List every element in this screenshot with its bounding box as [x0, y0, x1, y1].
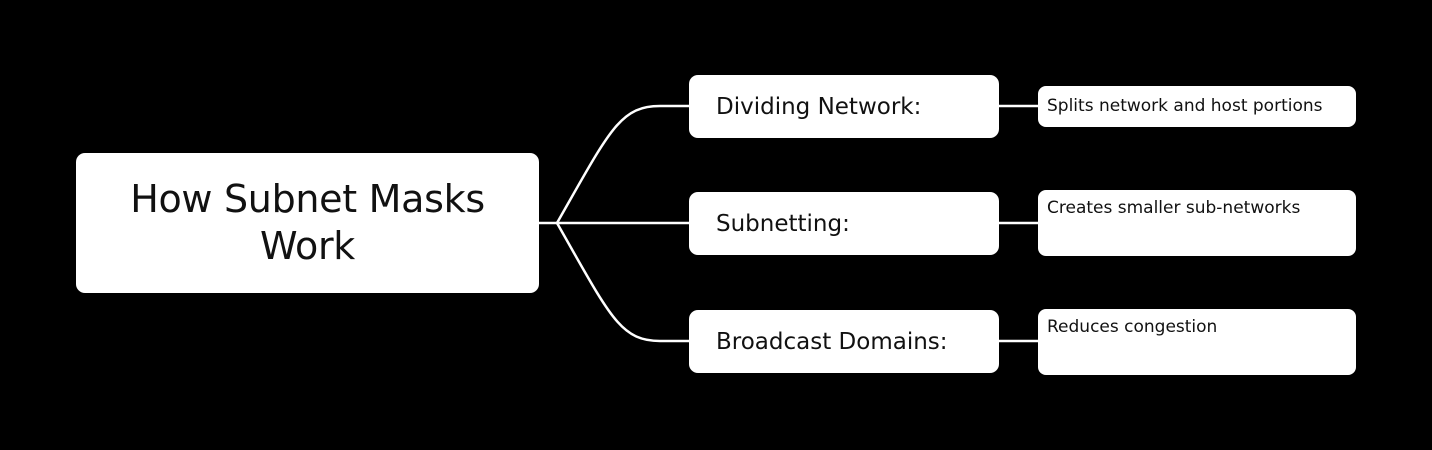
connector-root-to-dividing-network — [555, 104, 691, 225]
branch-node-broadcast-domains: Broadcast Domains: — [689, 310, 999, 373]
root-node-title: How Subnet Masks Work — [130, 177, 485, 268]
branch-label-broadcast-domains: Broadcast Domains: — [716, 328, 948, 355]
branch-node-dividing-network: Dividing Network: — [689, 75, 999, 138]
root-node: How Subnet Masks Work — [76, 153, 539, 293]
detail-text-broadcast-domains: Reduces congestion — [1047, 317, 1218, 337]
branch-node-subnetting: Subnetting: — [689, 192, 999, 255]
detail-text-subnetting: Creates smaller sub-networks — [1047, 198, 1301, 218]
branch-label-subnetting: Subnetting: — [716, 210, 850, 237]
detail-node-dividing-network: Splits network and host portions — [1038, 86, 1356, 127]
detail-node-subnetting: Creates smaller sub-networks — [1038, 190, 1356, 256]
detail-node-broadcast-domains: Reduces congestion — [1038, 309, 1356, 375]
connector-root-to-broadcast-domains — [555, 221, 691, 343]
detail-text-dividing-network: Splits network and host portions — [1047, 96, 1323, 116]
branch-label-dividing-network: Dividing Network: — [716, 93, 922, 120]
